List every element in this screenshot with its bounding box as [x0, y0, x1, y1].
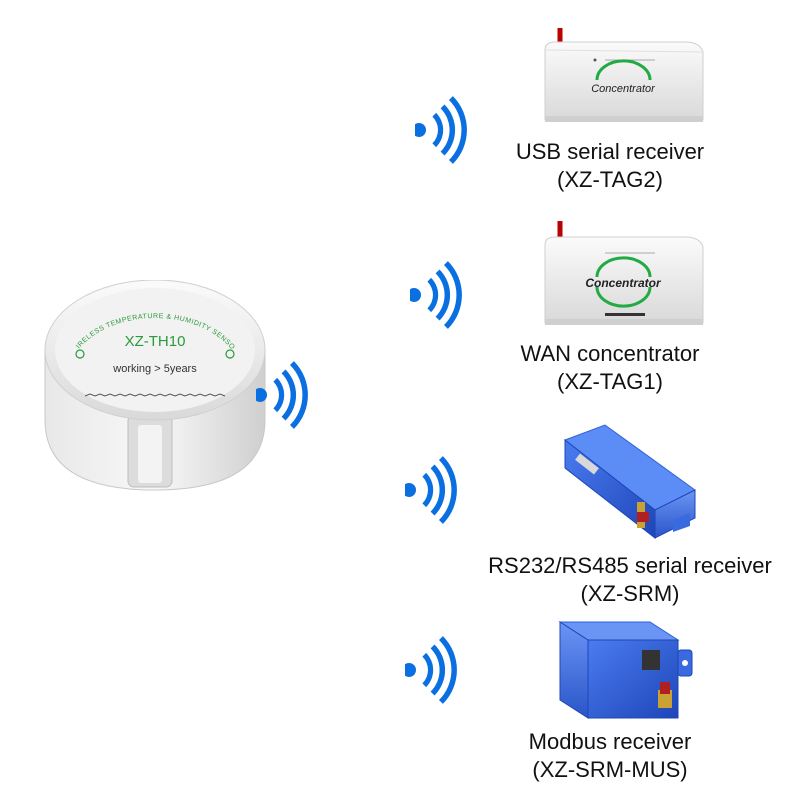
- rs232-rs485-receiver-device: [563, 424, 696, 540]
- sensor-life: working > 5years: [112, 363, 197, 375]
- receiver-name: USB serial receiver: [515, 139, 705, 164]
- wifi-signal-icon: [405, 456, 457, 524]
- wifi-signal-icon: [405, 636, 457, 704]
- receiver-model: (XZ-SRM): [580, 581, 680, 606]
- wifi-signal-icon: [256, 361, 308, 429]
- receiver-model: (XZ-SRM-MUS): [532, 757, 688, 782]
- concentrator-label: Concentrator: [585, 276, 662, 290]
- receiver-name: Modbus receiver: [528, 729, 692, 754]
- temperature-humidity-sensor: WIRELESS TEMPERATURE & HUMIDITY SENSOR X…: [30, 280, 266, 491]
- wan-concentrator-device: Concentrator: [544, 221, 704, 325]
- receiver-caption-usb: USB serial receiver (XZ-TAG2): [480, 138, 740, 194]
- receiver-caption-wan: WAN concentrator (XZ-TAG1): [480, 340, 740, 396]
- modbus-receiver-device: [558, 621, 693, 719]
- sensor-model: XZ-TH10: [125, 333, 186, 350]
- receiver-model: (XZ-TAG2): [557, 167, 663, 192]
- concentrator-label: Concentrator: [591, 83, 656, 95]
- wifi-signal-icon: [410, 261, 462, 329]
- wifi-signal-icon: [415, 96, 467, 164]
- receiver-name: WAN concentrator: [520, 341, 700, 366]
- receiver-caption-rs232: RS232/RS485 serial receiver (XZ-SRM): [470, 552, 790, 608]
- receiver-model: (XZ-TAG1): [557, 369, 663, 394]
- usb-serial-receiver-device: Concentrator: [544, 28, 704, 122]
- receiver-caption-modbus: Modbus receiver (XZ-SRM-MUS): [480, 728, 740, 784]
- receiver-name: RS232/RS485 serial receiver: [488, 553, 772, 578]
